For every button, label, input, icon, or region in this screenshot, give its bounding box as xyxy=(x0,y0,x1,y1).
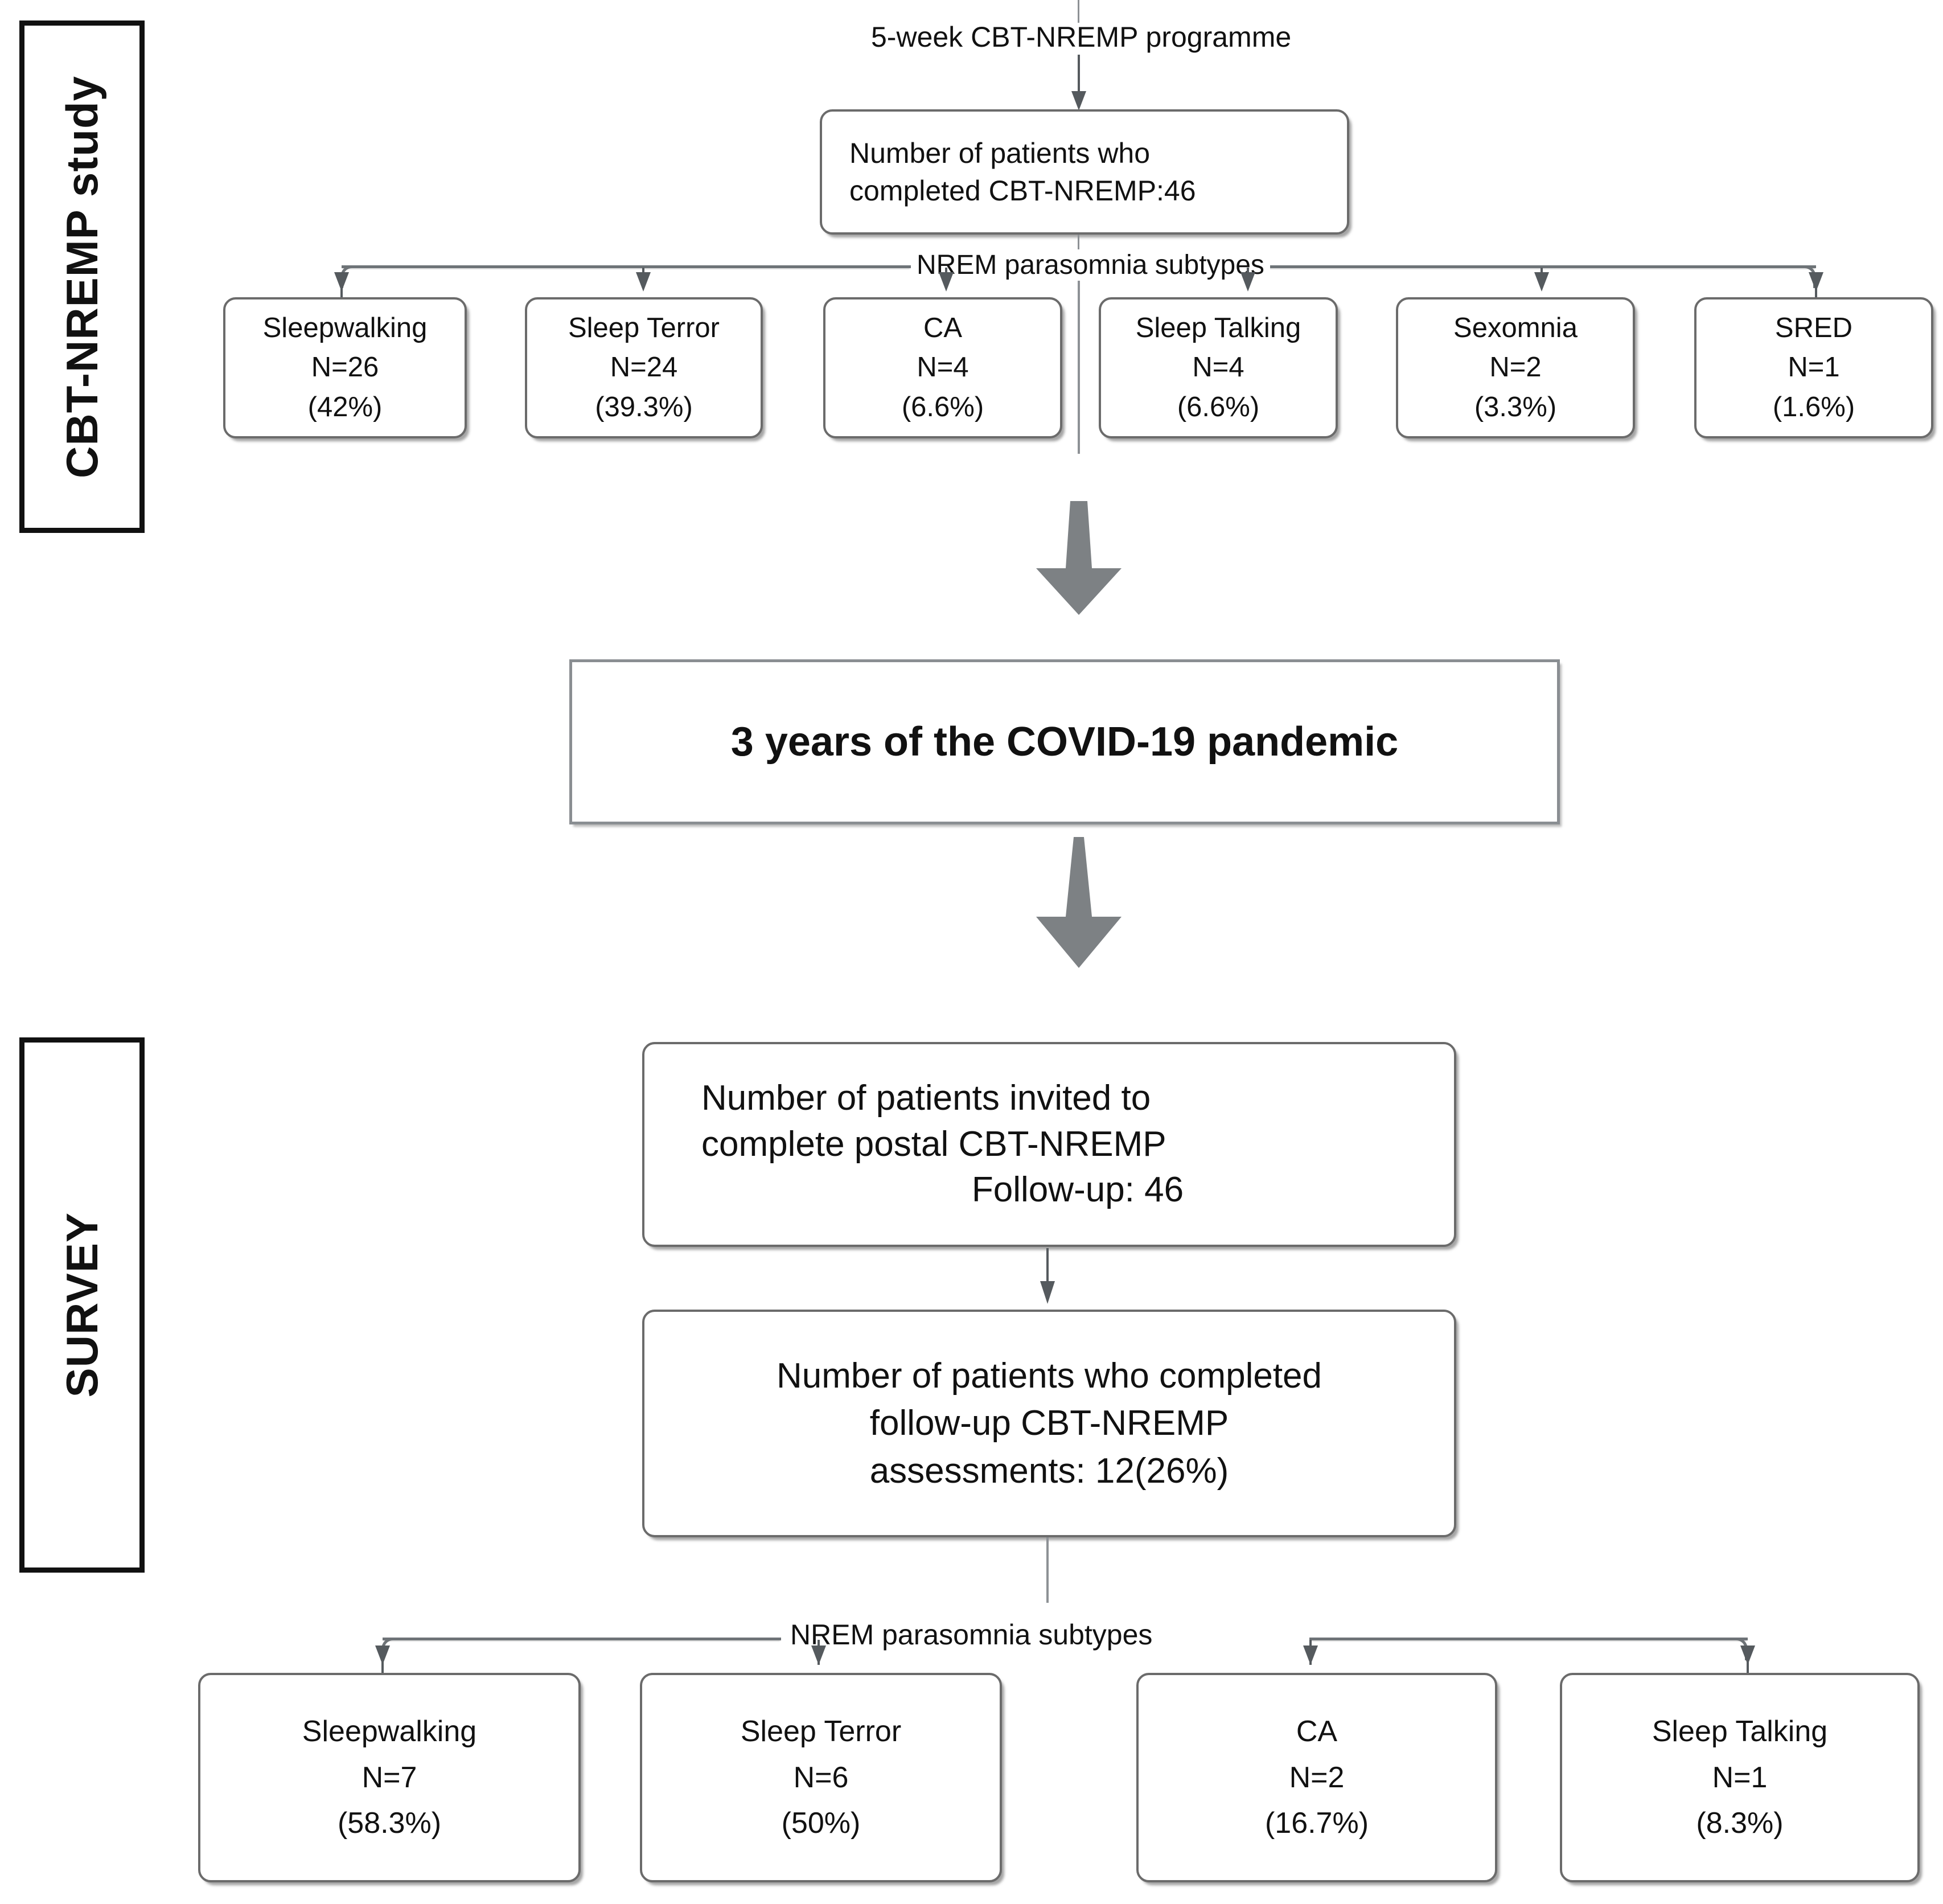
top-subtypes-caption: NREM parasomnia subtypes xyxy=(911,249,1270,281)
programme-caption: 5-week CBT-NREMP programme xyxy=(871,21,1292,53)
top-drop-arrowhead-3 xyxy=(939,272,954,292)
subtype-box-bottom-2-name: Sleep Terror xyxy=(740,1715,902,1749)
subtype-box-bottom-3-name: CA xyxy=(1296,1715,1338,1749)
subtype-box-top-6-n: N=1 xyxy=(1788,352,1840,383)
node-completed-followup-line3: assessments: 12(26%) xyxy=(869,1451,1229,1491)
subtype-box-bottom-2-pct: (50%) xyxy=(781,1807,861,1840)
top-drop-arrowhead-1 xyxy=(334,272,349,292)
subtype-box-bottom-1-pct: (58.3%) xyxy=(337,1807,442,1840)
top-distributor-left xyxy=(342,265,911,268)
phase-label-cbt-nremp-study: CBT-NREMP study xyxy=(19,20,145,533)
node-invited-followup-line2: complete postal CBT-NREMP xyxy=(701,1124,1166,1164)
node-completed-cbt-nremp: Number of patients who completed CBT-NRE… xyxy=(820,109,1349,235)
subtype-box-bottom-3-pct: (16.7%) xyxy=(1264,1807,1369,1840)
completed-followup-stem xyxy=(1046,1537,1049,1603)
subtype-box-top-2-n: N=24 xyxy=(610,352,678,383)
subtype-box-top-3: CA N=4 (6.6%) xyxy=(823,297,1062,438)
node-completed-cbt-nremp-line1: Number of patients who xyxy=(849,137,1151,169)
bottom-distributor-left xyxy=(383,1638,781,1640)
subtype-box-top-4-pct: (6.6%) xyxy=(1177,391,1260,422)
bottom-drop-arrowhead-1 xyxy=(375,1646,390,1665)
programme-to-box-arrowhead xyxy=(1071,91,1086,110)
invited-to-completed-line xyxy=(1046,1248,1049,1294)
top-drop-arrowhead-5 xyxy=(1534,272,1549,292)
node-completed-followup-line1: Number of patients who completed xyxy=(776,1356,1322,1396)
subtype-box-bottom-4-name: Sleep Talking xyxy=(1652,1715,1828,1749)
subtype-box-bottom-2: Sleep Terror N=6 (50%) xyxy=(640,1673,1002,1882)
subtype-box-bottom-1-name: Sleepwalking xyxy=(302,1715,477,1749)
programme-to-box-line xyxy=(1078,55,1080,100)
node-completed-followup-line2: follow-up CBT-NREMP xyxy=(869,1404,1229,1443)
subtype-box-top-2-name: Sleep Terror xyxy=(568,312,720,343)
subtype-box-top-5-name: Sexomnia xyxy=(1453,312,1578,343)
node-invited-followup: Number of patients invited to complete p… xyxy=(642,1042,1456,1247)
programme-top-tick xyxy=(1078,0,1079,23)
top-distributor-right xyxy=(1247,265,1816,268)
subtype-box-top-1-pct: (42%) xyxy=(307,391,383,422)
subtype-box-top-5: Sexomnia N=2 (3.3%) xyxy=(1396,297,1635,438)
subtype-box-top-3-n: N=4 xyxy=(917,352,969,383)
phase-label-cbt-nremp-study-text: CBT-NREMP study xyxy=(57,75,107,478)
node-covid-interval: 3 years of the COVID-19 pandemic xyxy=(569,659,1560,824)
subtype-box-top-6-pct: (1.6%) xyxy=(1772,391,1855,422)
subtype-box-top-6: SRED N=1 (1.6%) xyxy=(1694,297,1933,438)
bottom-drop-arrowhead-4 xyxy=(1740,1646,1755,1665)
subtype-box-bottom-4: Sleep Talking N=1 (8.3%) xyxy=(1560,1673,1920,1882)
phase-label-survey-text: SURVEY xyxy=(57,1212,107,1398)
subtype-box-top-1: Sleepwalking N=26 (42%) xyxy=(223,297,467,438)
subtype-box-bottom-4-pct: (8.3%) xyxy=(1696,1807,1784,1840)
subtype-box-top-4: Sleep Talking N=4 (6.6%) xyxy=(1099,297,1338,438)
subtype-box-bottom-3: CA N=2 (16.7%) xyxy=(1136,1673,1497,1882)
subtype-box-top-5-pct: (3.3%) xyxy=(1474,391,1557,422)
subtype-box-top-4-name: Sleep Talking xyxy=(1135,312,1301,343)
bottom-subtypes-caption: NREM parasomnia subtypes xyxy=(784,1618,1159,1651)
block-arrow-to-survey xyxy=(1025,837,1133,968)
subtype-box-bottom-2-n: N=6 xyxy=(793,1761,849,1794)
node-covid-interval-text: 3 years of the COVID-19 pandemic xyxy=(730,719,1399,765)
top-drop-arrowhead-6 xyxy=(1809,272,1823,292)
bottom-drop-line-1 xyxy=(381,1651,384,1680)
node-completed-followup: Number of patients who completed follow-… xyxy=(642,1310,1456,1537)
top-drop-arrowhead-4 xyxy=(1240,272,1255,292)
top-drop-arrowhead-2 xyxy=(636,272,651,292)
node-completed-cbt-nremp-line2: completed CBT-NREMP:46 xyxy=(849,175,1196,207)
subtype-box-top-6-name: SRED xyxy=(1774,312,1853,343)
subtype-box-bottom-3-n: N=2 xyxy=(1289,1761,1345,1794)
subtype-box-bottom-1-n: N=7 xyxy=(362,1761,417,1794)
invited-to-completed-arrowhead xyxy=(1040,1281,1055,1304)
subtype-box-top-1-name: Sleepwalking xyxy=(262,312,428,343)
subtype-box-top-1-n: N=26 xyxy=(311,352,379,383)
subtype-box-top-3-pct: (6.6%) xyxy=(901,391,984,422)
phase-label-survey: SURVEY xyxy=(19,1037,145,1573)
subtype-box-top-2-pct: (39.3%) xyxy=(595,391,693,422)
node-invited-followup-line3: Follow-up: 46 xyxy=(971,1170,1184,1210)
top-row-center-divider xyxy=(1078,269,1080,454)
bottom-drop-arrowhead-3 xyxy=(1303,1646,1318,1665)
subtype-box-top-3-name: CA xyxy=(923,312,963,343)
subtype-box-bottom-4-n: N=1 xyxy=(1712,1761,1768,1794)
bottom-distributor-right xyxy=(1309,1638,1748,1640)
node-invited-followup-line1: Number of patients invited to xyxy=(701,1078,1151,1118)
subtype-box-top-4-n: N=4 xyxy=(1192,352,1244,383)
subtype-box-top-2: Sleep Terror N=24 (39.3%) xyxy=(525,297,763,438)
block-arrow-to-pandemic xyxy=(1025,501,1133,615)
bottom-drop-line-4 xyxy=(1747,1651,1749,1680)
bottom-drop-arrowhead-2 xyxy=(811,1646,826,1665)
subtype-box-bottom-1: Sleepwalking N=7 (58.3%) xyxy=(198,1673,581,1882)
subtype-box-top-5-n: N=2 xyxy=(1489,352,1542,383)
